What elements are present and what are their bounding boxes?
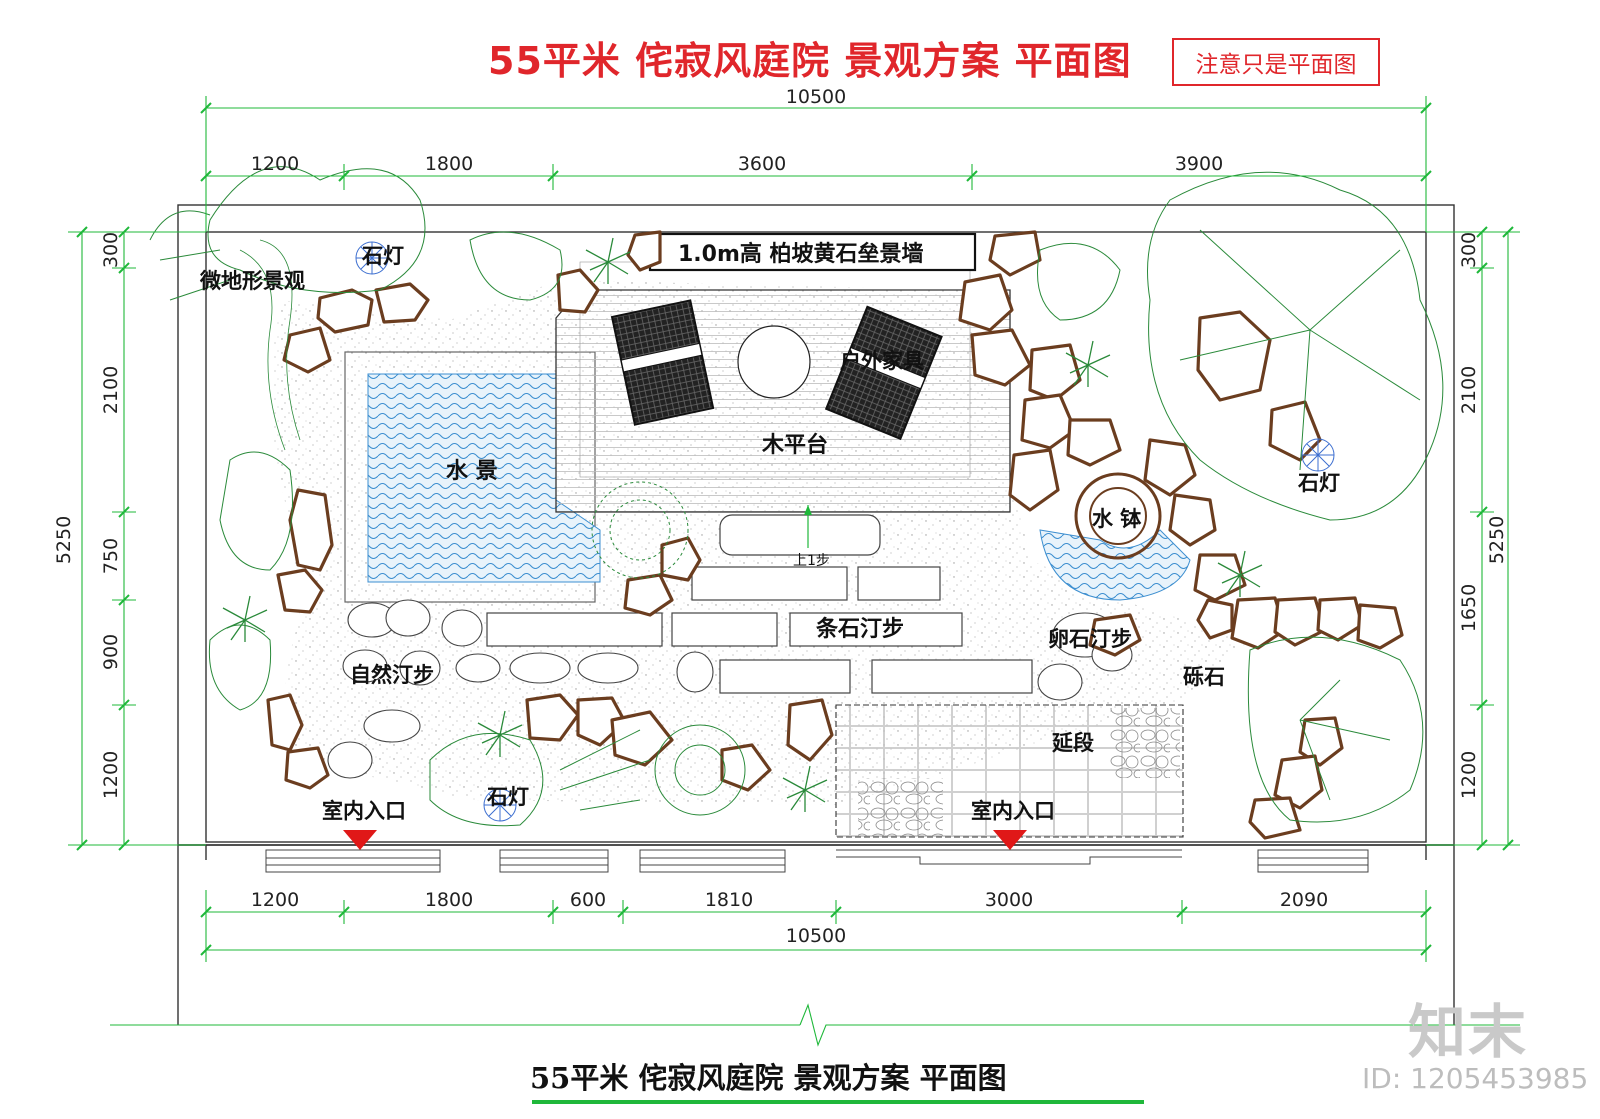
label-stone-lamp-bottom: 石灯 xyxy=(486,785,529,809)
fern-accents xyxy=(222,237,1263,812)
label-extension: 延段 xyxy=(1051,731,1094,755)
dim-bottom-seg-6: 2090 xyxy=(1280,889,1328,911)
label-gravel: 砾石 xyxy=(1183,665,1225,689)
dim-top-seg-4: 3900 xyxy=(1175,153,1223,175)
bottom-plan-title: 55平米 侘寂风庭院 景观方案 平面图 xyxy=(530,1061,1007,1095)
dim-right-seg-2: 2100 xyxy=(1458,366,1480,414)
label-water-feature: 水 景 xyxy=(446,459,498,484)
outdoor-furniture xyxy=(610,299,943,441)
label-entrance-right: 室内入口 xyxy=(971,799,1055,823)
dim-right-seg-3: 1650 xyxy=(1458,584,1480,632)
dim-left-seg-5: 1200 xyxy=(100,751,122,799)
label-outdoor-furniture: 户外家具 xyxy=(840,349,924,373)
page-title: 55平米 侘寂风庭院 景观方案 平面图 xyxy=(488,39,1132,83)
label-pebble-stepping: 卵石汀步 xyxy=(1048,627,1132,651)
label-entrance-left: 室内入口 xyxy=(322,799,406,823)
dim-left-seg-4: 900 xyxy=(100,634,122,670)
dim-left-seg-3: 750 xyxy=(100,538,122,574)
rockery-stones xyxy=(266,230,1404,840)
dim-left-seg-2: 2100 xyxy=(100,366,122,414)
dim-top-seg-1: 1200 xyxy=(251,153,299,175)
label-feature-wall: 1.0m高 柏坡黄石垒景墙 xyxy=(678,241,924,267)
dim-top-seg-2: 1800 xyxy=(425,153,473,175)
boundary-walls xyxy=(177,204,1455,1025)
step-up-arrow xyxy=(804,505,812,548)
dimension-lines xyxy=(68,96,1520,1047)
entrance-marker-right xyxy=(993,830,1027,850)
plan-only-note: 注意只是平面图 xyxy=(1172,38,1380,86)
water-bowl xyxy=(1039,472,1191,601)
dim-right-seg-1: 300 xyxy=(1458,232,1480,268)
dim-right-seg-4: 1200 xyxy=(1458,751,1480,799)
area-labels: 1.0m高 柏坡黄石垒景墙 石灯 微地形景观 户外家具 木平台 水 景 水 钵 … xyxy=(199,241,1340,823)
label-stone-lamp-right: 石灯 xyxy=(1297,471,1340,495)
planting-canopies xyxy=(149,166,1444,827)
natural-stepping-stones xyxy=(327,599,714,779)
dim-left-total: 5250 xyxy=(53,516,75,564)
bottom-title-underline xyxy=(532,1100,1144,1104)
dim-bottom-seg-5: 3000 xyxy=(985,889,1033,911)
label-step-up: 上1步 xyxy=(793,553,830,569)
dim-left-seg-1: 300 xyxy=(100,232,122,268)
label-strip-stepping: 条石汀步 xyxy=(815,616,904,642)
dim-bottom-seg-2: 1800 xyxy=(425,889,473,911)
dim-bottom-seg-3: 600 xyxy=(570,889,606,911)
entrance-thresholds xyxy=(265,849,1369,873)
label-stone-lamp-top: 石灯 xyxy=(361,244,404,268)
entrance-marker-left xyxy=(343,830,377,850)
label-micro-terrain: 微地形景观 xyxy=(199,269,305,293)
strip-stepping-stones xyxy=(486,514,1033,694)
dim-right-total: 5250 xyxy=(1486,516,1508,564)
stone-lamp-icons xyxy=(355,241,1335,822)
label-wood-deck: 木平台 xyxy=(761,432,828,458)
dimension-text: 10500 1200 1800 3600 3900 1200 1800 600 … xyxy=(53,86,1508,947)
watermark-logo: 知末 xyxy=(1408,998,1529,1066)
dim-bottom-total: 10500 xyxy=(786,925,846,947)
dim-bottom-seg-1: 1200 xyxy=(251,889,299,911)
dim-top-total: 10500 xyxy=(786,86,846,108)
feature-wall xyxy=(648,232,977,272)
label-water-bowl: 水 钵 xyxy=(1092,507,1142,531)
dimension-ticks xyxy=(76,102,1514,956)
label-natural-stepping: 自然汀步 xyxy=(350,663,434,687)
dim-top-seg-3: 3600 xyxy=(738,153,786,175)
extension-paving xyxy=(835,704,1184,838)
watermark-id: ID: 1205453985 xyxy=(1362,1062,1589,1095)
dim-bottom-seg-4: 1810 xyxy=(705,889,753,911)
